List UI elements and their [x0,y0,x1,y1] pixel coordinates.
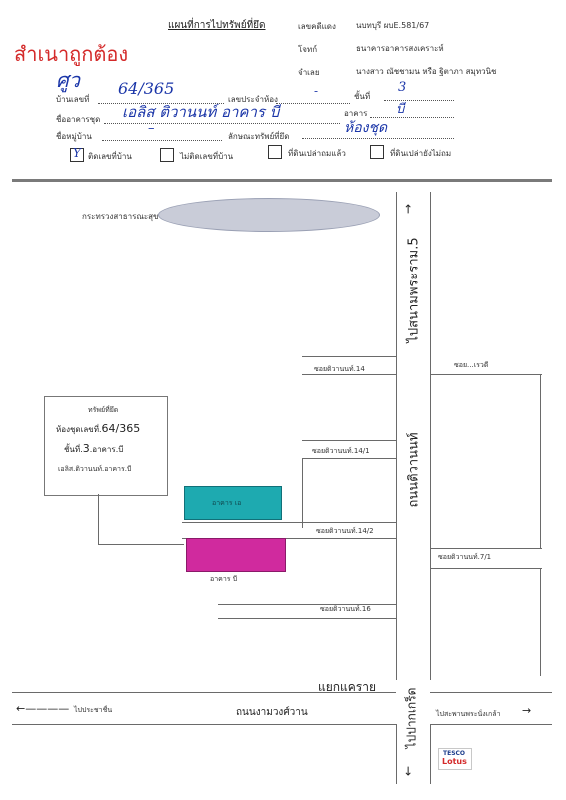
room-label: เลขประจำห้อง [228,95,278,104]
info-box-line3: เอลิส.ติวานนท์.อาคาร.บี [58,465,132,473]
soi-14-1-label: ซอยติวานนท์.14/1 [312,447,370,455]
checkbox-no-house-number-label: ไม่ติดเลขที่บ้าน [180,152,234,161]
soi-7-1-label: ซอยติวานนท์.7/1 [438,553,492,561]
intersection-label: แยกแคราย [318,680,377,694]
plaintiff-label: โจทก์ [298,45,318,54]
tesco-lotus-logo: TESCO Lotus [438,748,472,770]
property-type-label: ลักษณะทรัพย์ที่ยึด [228,132,290,141]
ministry-label: กระทรวงสาธารณะสุข [82,212,159,221]
checkbox-house-number[interactable] [70,148,84,162]
soi-14-2-label: ซอยติวานนท์.14/2 [316,527,374,535]
plaintiff-value: ธนาคารอาคารสงเคราะห์ [356,44,444,53]
house-no-value: 64/365 [118,79,175,98]
room-value: - [314,84,319,98]
ngamwongwan-road-label: ถนนงามวงศ์วาน [236,707,308,718]
case-value: นบทบุรี ผบE.581/67 [356,21,430,30]
road-to-rama5: ไปสนามพระราม.5 [406,237,422,343]
arrow-down-icon: ← [401,765,416,777]
building-a [184,486,282,520]
checkbox-house-number-label: ติดเลขที่บ้าน [88,152,132,161]
copy-certified-stamp: สำเนาถูกต้อง [14,42,129,66]
seized-property-info-box [44,396,168,496]
handwritten-initial: ศูว [56,68,80,92]
checkbox-house-number-mark: Y [73,146,81,160]
to-pakkret-label: ไปปากเกร็ด [404,687,419,749]
building-value: บี [396,102,405,117]
condo-name-label: ชื่ออาคารชุด [56,115,101,124]
building-b [186,538,286,572]
soi-rewadee-label: ซอย...เรวดี [454,361,489,369]
to-prachachuen-label: ไปประชาชื่น [74,706,113,714]
info-box-title: ทรัพย์ที่ยึด [88,406,119,414]
tiwanon-road-right-edge [430,192,431,680]
floor-value: 3 [398,80,407,95]
tiwanon-road-left-edge [396,192,397,680]
floor-label: ชั้นที่ [354,92,371,101]
checkbox-unfilled-land-label: ที่ดินเปล่ายังไม่ถม [390,149,452,158]
house-no-label: บ้านเลขที่ [56,95,90,104]
checkbox-filled-land-label: ที่ดินเปล่าถมแล้ว [288,149,346,158]
arrow-up-icon: → [401,203,416,215]
arrow-left-icon: ←———— [16,702,70,715]
condo-name-value: เอลิส ติวานนท์ อาคาร บี [122,103,280,121]
ministry-oval [158,198,380,232]
soi-16-label: ซอยติวานนท์.16 [320,605,371,613]
checkbox-no-house-number[interactable] [160,148,174,162]
checkbox-filled-land[interactable] [268,145,282,159]
arrow-right-icon: → [522,704,532,717]
village-value: – [148,121,155,136]
property-type-value: ห้องชุด [344,120,388,136]
building-b-label: อาคาร บี [210,575,238,583]
info-box-line1: ห้องชุดเลขที่.64/365 [56,422,141,435]
defendant-value: นางสาว ณัชชามน หรือ ฐิตาภา สมุทวนิช [356,67,497,76]
case-label: เลขคดีแดง [298,22,336,31]
section-divider [12,179,552,182]
soi-14-label: ซอยติวานนท์.14 [314,365,365,373]
village-label: ชื่อหมู่บ้าน [56,132,92,141]
tiwanon-road-label: ถนนติวานนท์ [406,432,422,508]
info-box-line2: ชั้นที่.3.อาคาร.บี [64,442,124,455]
building-label: อาคาร [344,109,368,118]
building-a-label: อาคาร เอ [212,499,242,507]
to-phranangklao-label: ไปสะพานพระนั่งเกล้า [436,710,501,718]
defendant-label: จำเลย [298,68,320,77]
document-title: แผนที่การไปทรัพย์ที่ยึด [168,20,266,31]
checkbox-unfilled-land[interactable] [370,145,384,159]
